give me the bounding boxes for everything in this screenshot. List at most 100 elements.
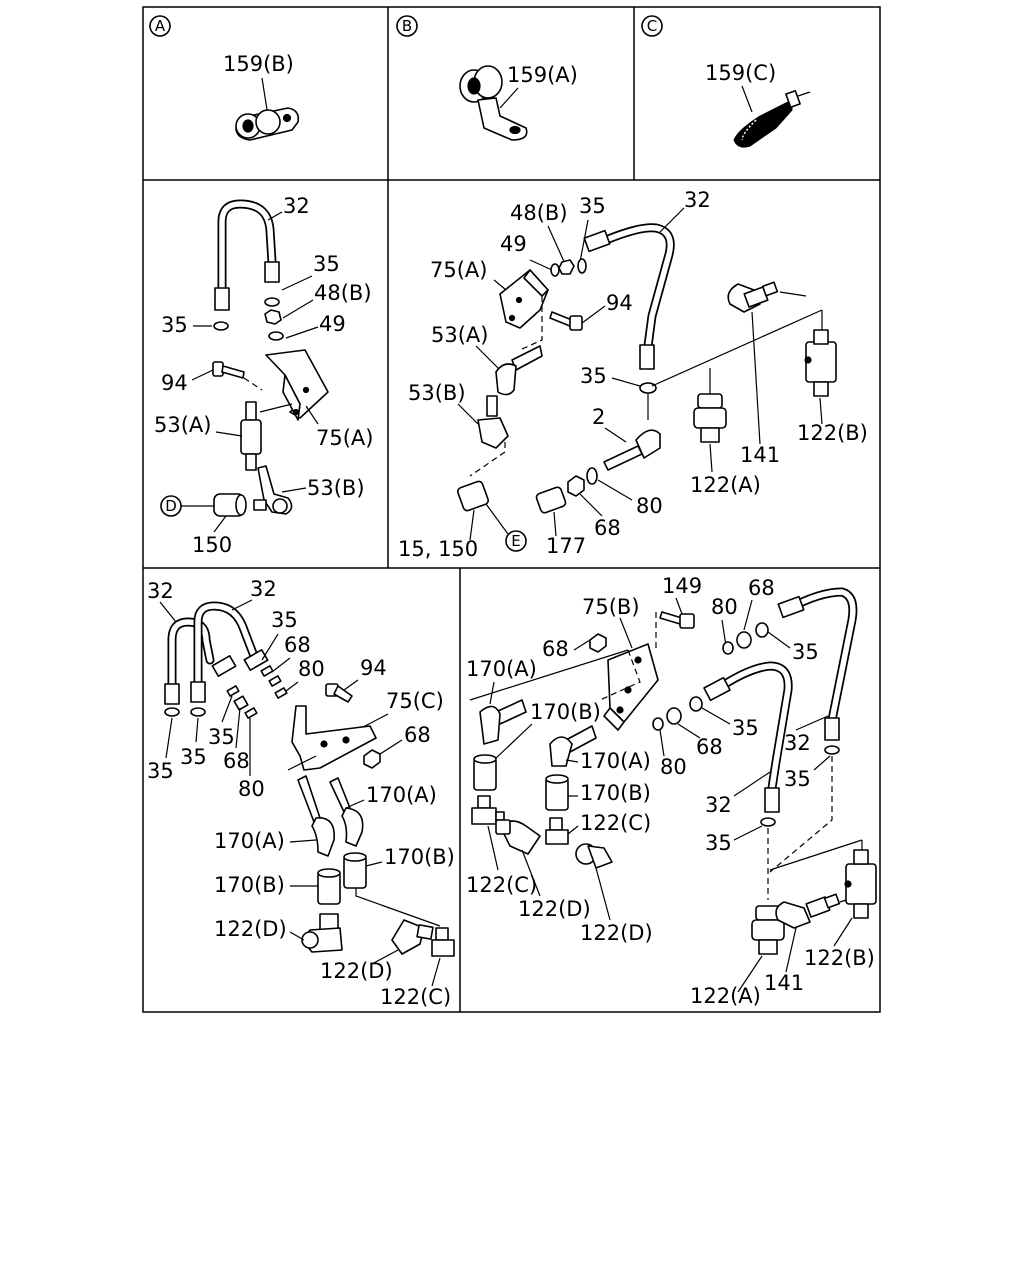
part-label-g-right-l32a: 32 <box>784 731 811 755</box>
part-label-e-right-l141: 141 <box>740 443 780 467</box>
part-label-e-right-l48b: 48(B) <box>510 201 568 225</box>
part-label-e-right-l75a: 75(A) <box>430 258 487 282</box>
bracket-75a-right <box>499 269 549 329</box>
sleeve-170b-bl-2 <box>343 852 367 889</box>
part-label-f-left-l170b2: 170(B) <box>384 845 455 869</box>
part-label-f-left-l32a: 32 <box>147 579 174 603</box>
part-label-d-left-l75a: 75(A) <box>316 426 373 450</box>
part-label-d-left-l150: 150 <box>192 533 232 557</box>
part-label-g-right-l122d1: 122(D) <box>518 897 591 921</box>
part-label-g-right-l170b2: 170(B) <box>580 781 651 805</box>
part-label-callouts-b: B <box>402 17 412 35</box>
panel-bottom-right: 149 75(B) 68 80 68 35 <box>466 574 877 1008</box>
elbow-122d-br-2 <box>575 843 613 869</box>
part-label-g-right-l80a: 80 <box>711 595 738 619</box>
callout-e: E <box>505 530 527 552</box>
hose-32-bl-a <box>164 617 215 705</box>
part-label-d-left-l32: 32 <box>283 194 310 218</box>
callout-a: A <box>149 15 171 37</box>
sleeve-177-right <box>535 486 567 514</box>
part-label-f-left-l35b: 35 <box>208 725 235 749</box>
label-159c: 159(C) <box>705 61 776 85</box>
part-label-g-right-l122b: 122(B) <box>804 946 875 970</box>
hose-32-right <box>583 223 675 370</box>
sleeve-170b-br-2 <box>545 774 569 811</box>
elbow-122d-bl-2 <box>391 919 434 955</box>
part-label-e-right-l80: 80 <box>636 494 663 518</box>
clamp-159b <box>235 107 300 141</box>
nut-150-left <box>213 493 247 517</box>
clamp-159a <box>459 65 528 141</box>
elbow-2 <box>603 429 661 471</box>
part-label-d-left-l35a: 35 <box>313 252 340 276</box>
part-label-f-left-l80a: 80 <box>298 657 325 681</box>
part-label-g-right-l170a2: 170(A) <box>580 749 651 773</box>
nut-150-right <box>457 480 489 512</box>
part-label-e-right-l15-150: 15, 150 <box>398 537 478 561</box>
part-label-f-left-l32b: 32 <box>250 577 277 601</box>
callout-c: C <box>641 15 663 37</box>
part-label-g-right-l170a1: 170(A) <box>466 657 537 681</box>
elbow-122d-bl-1 <box>301 913 343 953</box>
bolt-94-left <box>212 361 245 379</box>
part-label-f-left-l122c: 122(C) <box>380 985 451 1009</box>
elbow-170a-bl-2 <box>329 777 364 847</box>
part-label-e-right-l122b: 122(B) <box>797 421 868 445</box>
part-label-g-right-l141: 141 <box>764 971 804 995</box>
part-label-f-left-l35c: 35 <box>147 759 174 783</box>
fitting-122c-br-2 <box>545 817 569 845</box>
part-label-d-left-l94: 94 <box>161 371 188 395</box>
part-label-e-right-l53a: 53(A) <box>431 323 488 347</box>
bolt-94-right <box>549 311 583 331</box>
bracket-75c <box>287 705 377 771</box>
fitting-122c-br-1 <box>471 795 505 825</box>
part-label-g-right-l80b: 80 <box>660 755 687 779</box>
part-label-g-right-l68b: 68 <box>542 637 569 661</box>
part-label-f-left-l170a2: 170(A) <box>366 783 437 807</box>
part-label-g-right-l149: 149 <box>662 574 702 598</box>
part-label-g-right-l35b: 35 <box>732 716 759 740</box>
part-label-f-left-l122d1: 122(D) <box>214 917 287 941</box>
connector-122a-right <box>693 393 727 443</box>
clip-141-right <box>727 281 779 313</box>
part-label-g-right-l122d2: 122(D) <box>580 921 653 945</box>
bolt-149 <box>659 611 695 629</box>
elbow-122d-br-1 <box>495 819 541 855</box>
part-label-e-right-l68: 68 <box>594 516 621 540</box>
part-label-e-right-l35a: 35 <box>579 194 606 218</box>
tee-122b-right <box>804 329 837 397</box>
panel-c: C 159(C) <box>641 15 811 148</box>
part-label-e-right-l32: 32 <box>684 188 711 212</box>
bolt-94-bl <box>325 683 353 703</box>
part-label-e-right-l2: 2 <box>592 405 605 429</box>
sleeve-170b-bl-1 <box>317 868 341 905</box>
part-label-g-right-l75b: 75(B) <box>582 595 640 619</box>
elbow-170a-br-2 <box>549 725 597 767</box>
part-label-d-left-l53a: 53(A) <box>154 413 211 437</box>
hose-32-bl-b <box>190 601 269 703</box>
part-label-d-left-l49: 49 <box>319 312 346 336</box>
panel-a: A 159(B) <box>149 15 300 141</box>
label-159a: 159(A) <box>507 63 578 87</box>
adapter-53a-right <box>495 345 543 396</box>
part-label-f-left-l94: 94 <box>360 656 387 680</box>
part-label-g-right-l122a: 122(A) <box>690 984 761 1008</box>
part-label-callouts-d: D <box>165 497 177 515</box>
elbow-53b-left <box>253 465 293 515</box>
part-label-g-right-l35d: 35 <box>705 831 732 855</box>
fitting-122c-bl <box>431 927 455 957</box>
part-label-f-left-l35d: 35 <box>180 745 207 769</box>
callout-b: B <box>396 15 418 37</box>
part-label-g-right-l32b: 32 <box>705 793 732 817</box>
part-label-f-left-l170b1: 170(B) <box>214 873 285 897</box>
part-label-f-left-l170a1: 170(A) <box>214 829 285 853</box>
callout-d: D <box>160 495 182 517</box>
part-label-e-right-l177: 177 <box>546 534 586 558</box>
part-label-callouts-c: C <box>647 17 657 35</box>
part-label-callouts-a: A <box>155 17 166 35</box>
part-label-d-left-l53b: 53(B) <box>307 476 365 500</box>
part-label-f-left-l122d2: 122(D) <box>320 959 393 983</box>
panel-frames <box>142 6 881 1013</box>
part-label-d-left-l48b: 48(B) <box>314 281 372 305</box>
